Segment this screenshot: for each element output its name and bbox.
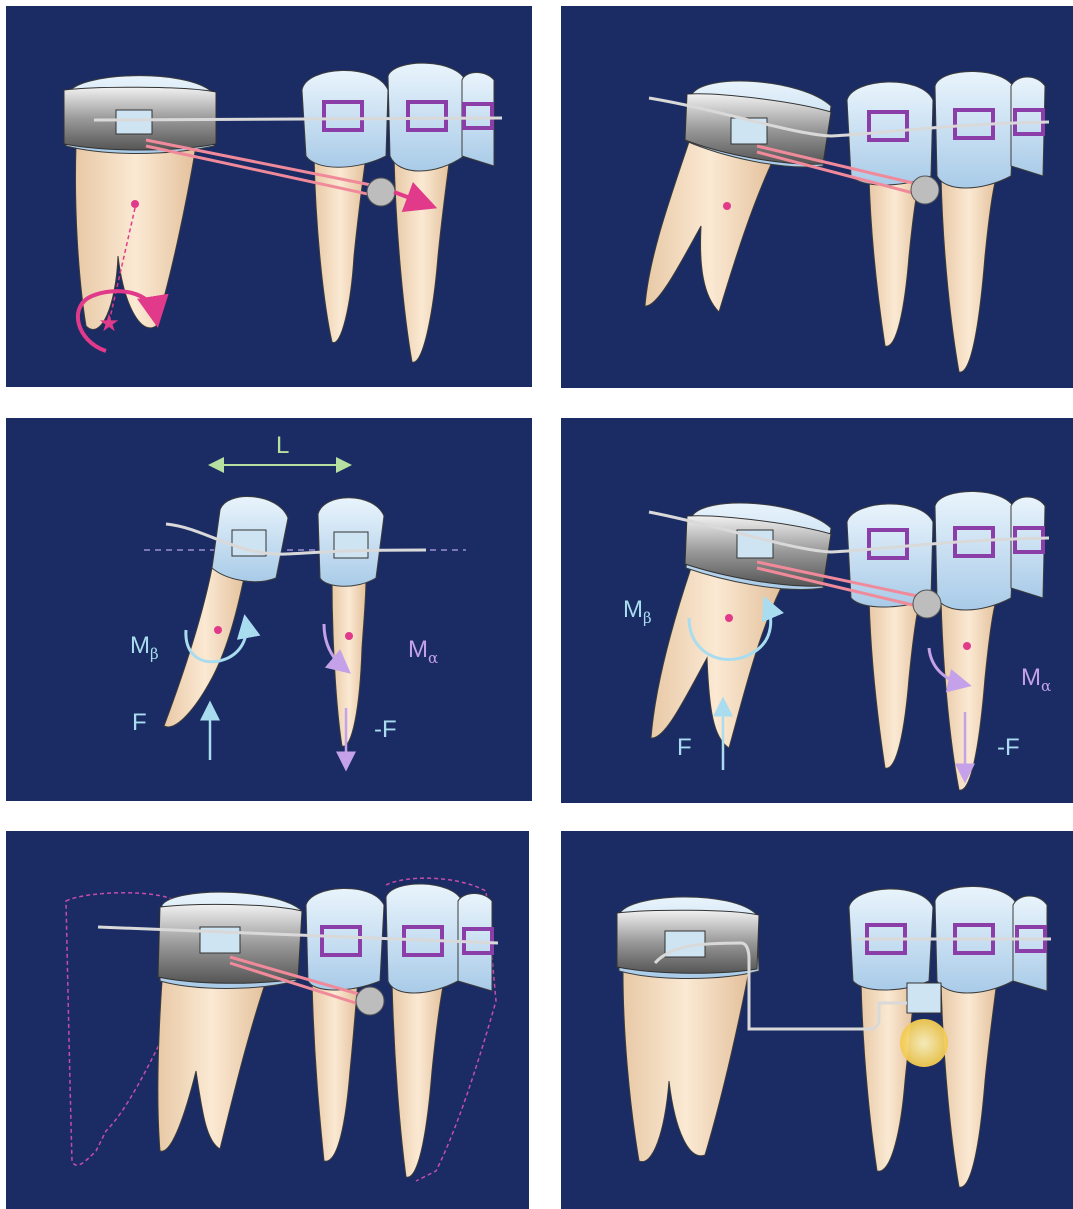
tipped-molar-tooth	[651, 503, 831, 748]
molar-tooth	[617, 897, 759, 1162]
mini-screw	[913, 590, 941, 618]
panel-b-drawing	[561, 6, 1073, 388]
premolar-2	[388, 63, 494, 362]
premolar-1	[306, 888, 384, 1161]
panel-a-drawing: ★	[6, 6, 532, 387]
force-label: F	[132, 711, 147, 735]
premolar-1	[847, 82, 933, 346]
premolar-2	[935, 491, 1045, 790]
panel-e	[6, 831, 529, 1209]
moment-alpha-label: Mα	[408, 638, 438, 666]
center-of-resistance	[723, 202, 731, 210]
center-of-resistance-right	[345, 632, 353, 640]
panel-a: ★	[6, 6, 532, 387]
premolar-2	[386, 884, 492, 1177]
tipped-tooth	[164, 497, 288, 727]
center-of-rotation-star: ★	[98, 309, 120, 337]
length-label: L	[276, 434, 289, 458]
panel-d: Mβ Mα F -F	[561, 418, 1073, 803]
panel-f	[561, 831, 1073, 1209]
implant-glow	[900, 1019, 948, 1067]
premolar-2	[935, 71, 1045, 372]
mini-screw	[911, 176, 939, 204]
neg-force-label: -F	[997, 736, 1020, 760]
moment-beta-label: Mβ	[130, 634, 159, 662]
center-of-resistance-right	[963, 642, 971, 650]
mini-screw	[367, 178, 395, 206]
moment-alpha-label: Mα	[1021, 666, 1051, 694]
center-of-resistance	[131, 200, 139, 208]
center-of-resistance-left	[214, 626, 222, 634]
premolar-1	[302, 70, 388, 342]
center-of-resistance-left	[725, 614, 733, 622]
molar-tooth	[64, 76, 216, 330]
panel-c: L Mβ Mα F -F	[6, 418, 532, 801]
implant-bracket	[907, 983, 941, 1013]
upright-tooth	[318, 498, 384, 747]
neg-force-label: -F	[374, 718, 397, 742]
tipped-molar-tooth	[645, 81, 831, 312]
panel-b	[561, 6, 1073, 388]
panel-f-drawing	[561, 831, 1073, 1209]
force-label: F	[677, 736, 692, 760]
panel-c-drawing	[6, 418, 532, 801]
panel-e-drawing	[6, 831, 529, 1209]
archwire	[94, 118, 502, 120]
moment-beta-label: Mβ	[623, 598, 652, 626]
mini-screw	[356, 987, 384, 1015]
premolar-2	[935, 886, 1047, 1187]
